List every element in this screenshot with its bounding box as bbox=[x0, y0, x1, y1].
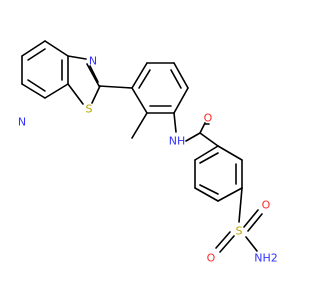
atom-carbonyl-o: O bbox=[204, 112, 213, 125]
bond-line bbox=[21, 40, 46, 57]
bond-line bbox=[138, 69, 151, 89]
atom-labels: N S N NH O S O O NH2 bbox=[18, 55, 278, 265]
bond-line bbox=[27, 79, 46, 92]
bond-line bbox=[185, 132, 201, 142]
bond-line bbox=[91, 85, 101, 104]
bond-line bbox=[89, 65, 99, 83]
chemical-structure: N S N NH O S O O NH2 bbox=[18, 40, 278, 265]
bond-line bbox=[243, 209, 259, 228]
bond-line bbox=[98, 85, 133, 89]
bond-line bbox=[173, 112, 177, 133]
bond-line bbox=[217, 187, 243, 202]
bond-line bbox=[199, 152, 219, 164]
bond-line bbox=[131, 62, 148, 89]
bond-line bbox=[247, 213, 263, 232]
bond-line bbox=[44, 83, 69, 99]
atom-pyridine-n: N bbox=[18, 116, 26, 129]
bond-line bbox=[194, 187, 219, 202]
atom-sulfonamide-nh2: NH2 bbox=[254, 252, 278, 265]
bond-line bbox=[238, 187, 243, 223]
atom-sulfonyl-o1: O bbox=[262, 199, 271, 212]
bond-line bbox=[199, 184, 219, 195]
bond-line bbox=[27, 48, 46, 61]
bond-line bbox=[173, 87, 189, 114]
bond-line bbox=[217, 145, 243, 161]
bond-line bbox=[173, 62, 189, 89]
bond-line bbox=[86, 63, 100, 87]
bond-line bbox=[131, 112, 148, 139]
bond-line bbox=[219, 235, 235, 253]
bond-line bbox=[67, 55, 87, 60]
bond-lines bbox=[21, 40, 263, 253]
atom-sulfonyl-s: S bbox=[236, 225, 243, 238]
bond-line bbox=[44, 40, 69, 57]
atom-thiazole-s: S bbox=[86, 103, 93, 116]
bond-line bbox=[67, 83, 84, 105]
bond-line bbox=[245, 236, 258, 252]
bond-line bbox=[194, 145, 219, 161]
bond-line bbox=[21, 83, 46, 99]
bond-line bbox=[215, 231, 231, 249]
bond-line bbox=[199, 122, 206, 134]
atom-thiazole-n: N bbox=[89, 55, 97, 68]
bond-line bbox=[131, 87, 148, 114]
bond-line bbox=[170, 69, 182, 89]
bond-line bbox=[199, 132, 219, 147]
atom-sulfonyl-o2: O bbox=[207, 252, 216, 265]
atom-amide-nh: NH bbox=[169, 135, 186, 148]
